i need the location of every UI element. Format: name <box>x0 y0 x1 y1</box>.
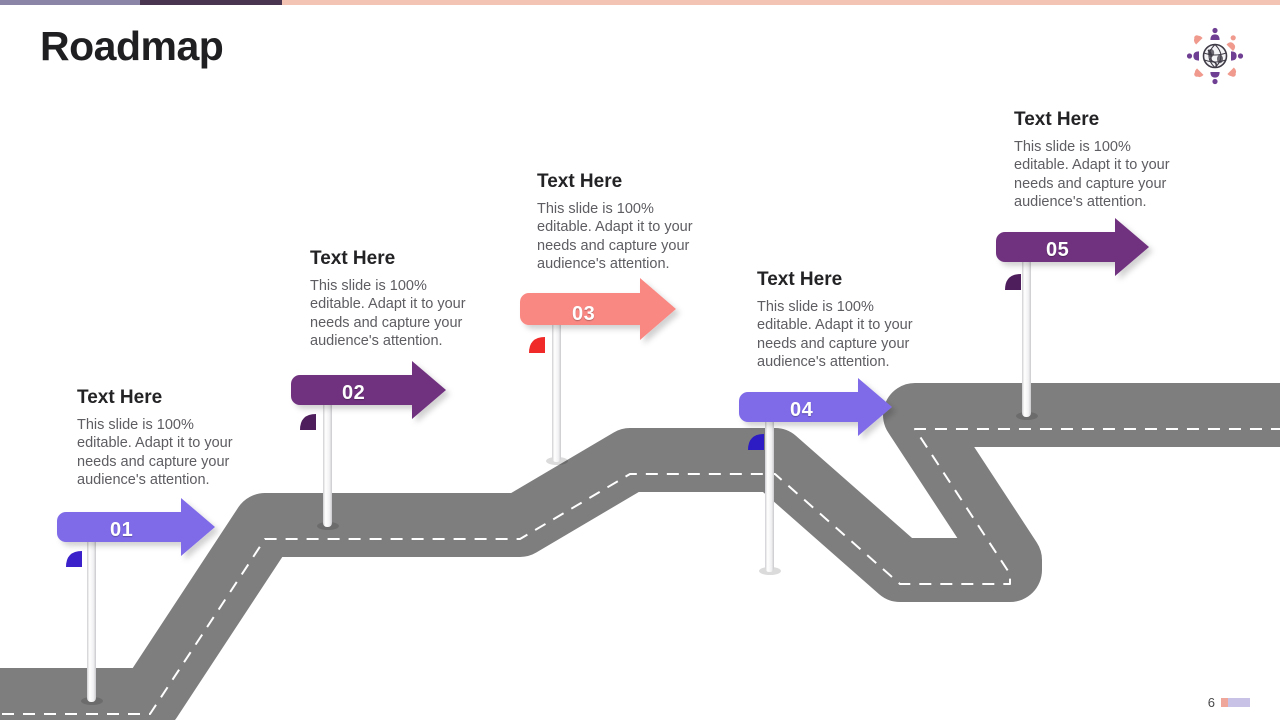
step-body-01: This slide is 100% editable. Adapt it to… <box>77 416 233 489</box>
page-title: Roadmap <box>40 23 224 69</box>
flag-banner-01 <box>57 498 215 556</box>
top-accent-segment-3 <box>282 0 1280 5</box>
flag-marker-02[interactable] <box>291 361 446 530</box>
step-text-02: Text Here This slide is 100% editable. A… <box>310 248 472 351</box>
flag-marker-03[interactable] <box>520 278 676 465</box>
globe-people-logo <box>1182 23 1248 89</box>
step-heading-04: Text Here <box>757 269 843 290</box>
flag-banner-02 <box>291 361 446 419</box>
page-number: 6 <box>1207 695 1215 710</box>
flag-marker-01[interactable] <box>57 498 215 705</box>
step-heading-05: Text Here <box>1014 109 1100 130</box>
top-accent-segment-2 <box>140 0 282 5</box>
step-text-04: Text Here This slide is 100% editable. A… <box>757 269 919 372</box>
step-body-05: This slide is 100% editable. Adapt it to… <box>1014 138 1170 211</box>
step-body-03: This slide is 100% editable. Adapt it to… <box>537 200 693 273</box>
flag-banner-03 <box>520 278 676 340</box>
step-body-04: This slide is 100% editable. Adapt it to… <box>757 298 913 371</box>
footer-bar-salmon <box>1221 698 1228 707</box>
flag-marker-04[interactable] <box>739 378 892 575</box>
footer-bar-lavender <box>1228 698 1250 707</box>
step-heading-03: Text Here <box>537 171 623 192</box>
road-path <box>0 383 1280 720</box>
flag-banner-04 <box>739 378 892 436</box>
top-accent-bar <box>0 0 1280 5</box>
step-heading-02: Text Here <box>310 248 396 269</box>
step-heading-01: Text Here <box>77 387 163 408</box>
page-number-footer: 6 <box>1208 695 1250 710</box>
step-text-05: Text Here This slide is 100% editable. A… <box>1014 109 1178 212</box>
step-body-02: This slide is 100% editable. Adapt it to… <box>310 277 466 350</box>
flag-banner-05 <box>996 218 1149 276</box>
step-text-01: Text Here This slide is 100% editable. A… <box>77 387 249 490</box>
footer-accent-bars <box>1221 698 1250 707</box>
flag-marker-05[interactable] <box>996 218 1149 420</box>
top-accent-segment-1 <box>0 0 140 5</box>
road-centerline <box>0 428 1280 715</box>
step-text-03: Text Here This slide is 100% editable. A… <box>537 171 701 274</box>
